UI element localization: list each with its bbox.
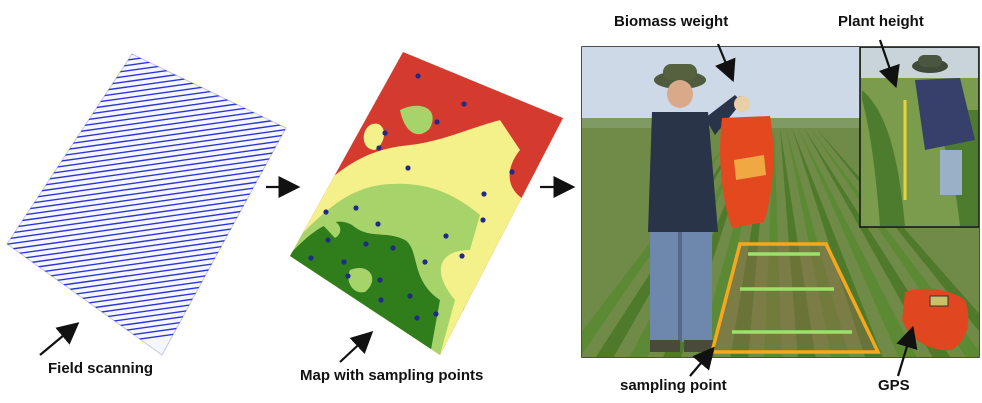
biomass-bag: [720, 95, 774, 228]
arrow-map-sampling: [339, 330, 374, 363]
scan-line: [7, 54, 286, 63]
sample-point: [405, 165, 411, 171]
scan-line: [0, 9, 300, 51]
sample-point: [414, 315, 420, 321]
sample-point: [433, 311, 439, 317]
sample-point: [382, 130, 388, 136]
sample-point: [323, 209, 329, 215]
sample-point: [461, 101, 467, 107]
crop-row: [792, 128, 883, 357]
sample-point: [353, 205, 359, 211]
scan-line: [7, 148, 286, 192]
sample-point: [377, 277, 383, 283]
scan-line: [7, 175, 286, 219]
scan-line: [7, 54, 286, 68]
arrow-sampling-point: [689, 346, 715, 377]
sample-point: [509, 169, 515, 175]
scan-line: [7, 143, 286, 187]
field-photo: [581, 46, 980, 358]
sample-point: [378, 297, 384, 303]
scan-line: [7, 180, 286, 225]
arrow-plant-height: [878, 39, 900, 89]
crop-row: [798, 128, 917, 357]
label-map-sampling: Map with sampling points: [300, 367, 484, 384]
horizon: [582, 118, 979, 128]
sample-point: [345, 273, 351, 279]
sample-point: [325, 237, 331, 243]
zone-map-panel: [290, 52, 563, 355]
label-field-scanning: Field scanning: [48, 360, 154, 377]
sampling-points: [308, 73, 515, 321]
crop-row: [816, 128, 979, 332]
sample-point: [480, 217, 486, 223]
arrow-field-scanning: [39, 322, 80, 356]
sample-point: [459, 253, 465, 259]
sample-point: [363, 241, 369, 247]
label-biomass-weight: Biomass weight: [614, 13, 729, 30]
scan-line: [7, 159, 286, 203]
sample-point: [390, 245, 396, 251]
sample-point: [407, 293, 413, 299]
label-plant-height: Plant height: [838, 13, 924, 30]
field-scan-panel: [0, 0, 300, 356]
sample-point: [434, 119, 440, 125]
scan-line: [7, 54, 286, 57]
sample-point: [481, 191, 487, 197]
sample-point: [443, 233, 449, 239]
arrows: [39, 39, 918, 377]
sample-point: [463, 307, 469, 313]
sampling-frame: [709, 242, 881, 354]
scan-line: [0, 3, 300, 45]
sample-point: [375, 221, 381, 227]
inset-photo-plant-height: [859, 47, 979, 228]
label-sampling-point: sampling point: [620, 377, 727, 394]
scan-line: [0, 0, 300, 40]
sampling-area: [712, 244, 878, 352]
sample-point: [422, 259, 428, 265]
scan-line: [7, 164, 286, 209]
arrow-biomass: [715, 43, 736, 83]
sample-point: [415, 73, 421, 79]
sample-point: [308, 255, 314, 261]
scan-line: [7, 170, 286, 214]
arrow-gps: [896, 325, 918, 377]
sample-point: [341, 259, 347, 265]
gps-device: [902, 288, 969, 351]
scan-line: [7, 153, 286, 198]
sample-point: [376, 145, 382, 151]
label-gps: GPS: [878, 377, 910, 394]
